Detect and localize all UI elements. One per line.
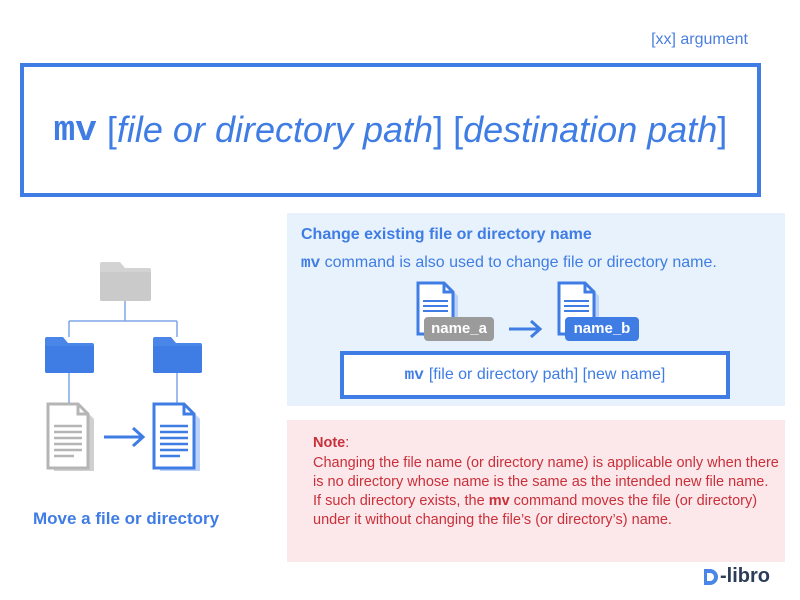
syntax-arg-destination: destination path	[463, 109, 718, 150]
move-diagram-panel: Move a file or directory	[20, 214, 263, 560]
rename-desc-command: mv	[301, 254, 321, 272]
move-caption: Move a file or directory	[33, 509, 220, 528]
rename-syntax-box: mv [file or directory path] [new name]	[340, 351, 730, 399]
syntax-command: mv	[53, 109, 97, 151]
note-title: Note:	[313, 434, 349, 453]
note-body-command: mv	[488, 493, 510, 509]
parent-folder-icon	[100, 262, 151, 301]
rename-syntax-args: [file or directory path] [new name]	[428, 366, 666, 383]
note-colon: :	[345, 435, 350, 451]
new-name-tag: name_b	[565, 317, 639, 341]
rename-title: Change existing file or directory name	[301, 226, 592, 243]
rename-diagram	[416, 281, 599, 339]
destination-folder-icon	[153, 337, 202, 373]
old-name-tag: name_a	[424, 317, 494, 341]
note-label: Note	[313, 435, 346, 451]
rename-description: mv command is also used to change file o…	[301, 254, 717, 272]
dlibro-logo-icon	[704, 568, 718, 585]
rename-desc-text: command is also used to change file or d…	[320, 254, 717, 271]
source-folder-icon	[45, 337, 94, 373]
argument-legend: [xx] argument	[651, 31, 748, 48]
moved-file-icon	[152, 402, 200, 471]
move-arrow-icon	[104, 426, 146, 448]
note-body-before: Changing the file name (or directory nam…	[313, 455, 779, 509]
note-body-after: command moves the file (or directory) un…	[313, 493, 758, 528]
syntax-bracket-open-2: [	[443, 109, 464, 150]
note-panel: Note: Changing the file name (or directo…	[287, 420, 785, 562]
dlibro-logo: -libro	[703, 565, 770, 588]
syntax-bracket-close-2: ]	[717, 109, 728, 150]
note-body: Changing the file name (or directory nam…	[313, 454, 779, 530]
dlibro-logo-text: -libro	[720, 565, 770, 587]
move-diagram	[45, 262, 202, 471]
syntax-arg-source: file or directory path	[116, 109, 434, 150]
rename-panel: Change existing file or directory name m…	[287, 213, 785, 406]
tree-lines	[68, 301, 178, 404]
source-file-icon	[46, 402, 94, 471]
syntax-bracket-close-1: ]	[433, 109, 444, 150]
rename-syntax-command: mv	[404, 366, 424, 384]
rename-arrow-icon	[509, 319, 543, 339]
syntax-bracket-open-1: [	[106, 109, 117, 150]
mv-syntax-box: mv [file or directory path] [destination…	[20, 63, 761, 197]
